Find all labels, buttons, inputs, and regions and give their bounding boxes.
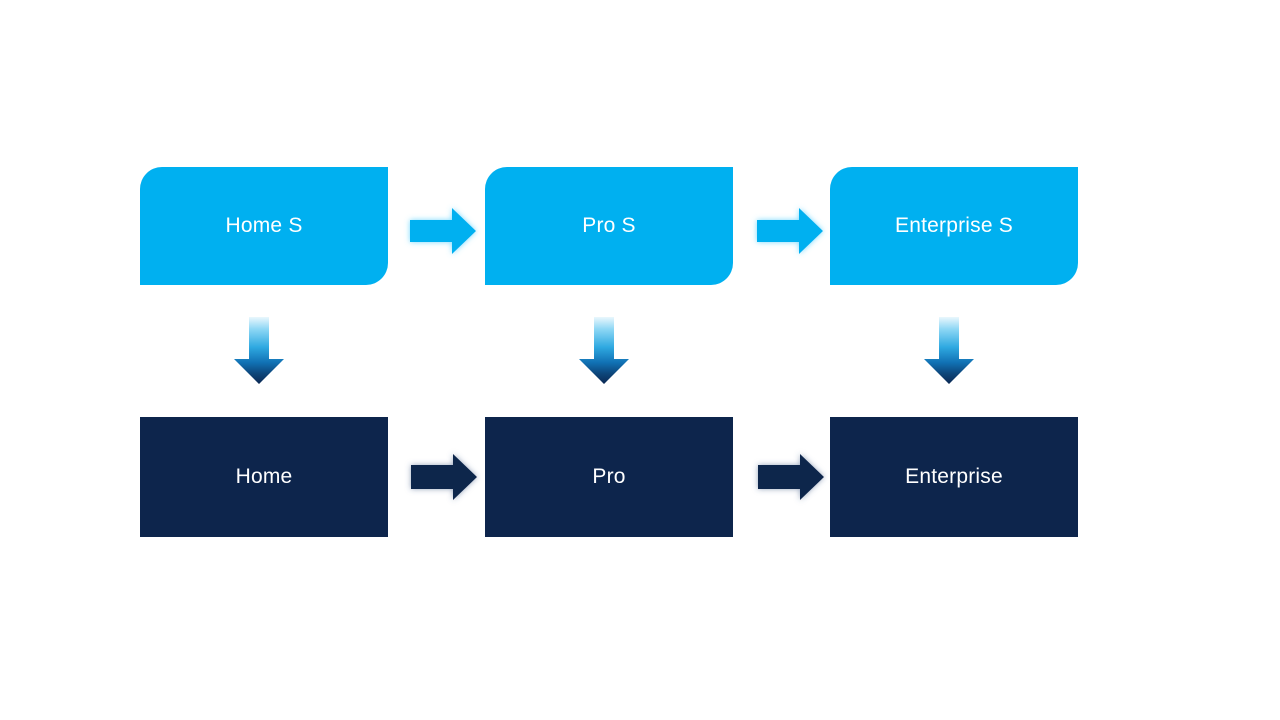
- shape-enterprise-s: Enterprise S: [830, 167, 1078, 285]
- down-arrow-icon: [924, 317, 974, 384]
- shape-enterprise-s-label: Enterprise S: [895, 214, 1013, 237]
- down-arrow-icon: [579, 317, 629, 384]
- right-arrow-icon: [410, 208, 476, 254]
- shape-enterprise-label: Enterprise: [905, 465, 1003, 488]
- shape-pro-label: Pro: [592, 465, 626, 488]
- right-arrow-shape: [411, 454, 477, 500]
- shape-home-s: Home S: [140, 167, 388, 285]
- down-arrow-shape: [234, 317, 284, 384]
- shape-pro-s: Pro S: [485, 167, 733, 285]
- right-arrow-icon: [757, 208, 823, 254]
- right-arrow-icon: [758, 454, 824, 500]
- down-arrow-shape: [924, 317, 974, 384]
- shape-home-label: Home: [235, 465, 293, 488]
- right-arrow-shape: [410, 208, 476, 254]
- shape-enterprise: Enterprise: [830, 417, 1078, 537]
- shape-home: Home: [140, 417, 388, 537]
- shape-pro: Pro: [485, 417, 733, 537]
- down-arrow-icon: [234, 317, 284, 384]
- right-arrow-shape: [758, 454, 824, 500]
- shape-pro-s-label: Pro S: [582, 214, 636, 237]
- right-arrow-shape: [757, 208, 823, 254]
- shape-home-s-label: Home S: [225, 214, 303, 237]
- down-arrow-shape: [579, 317, 629, 384]
- right-arrow-icon: [411, 454, 477, 500]
